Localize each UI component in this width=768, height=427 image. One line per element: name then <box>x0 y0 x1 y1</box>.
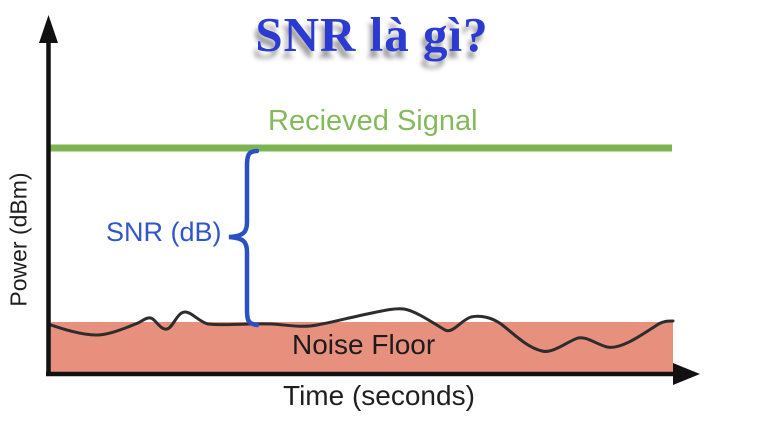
y-axis-label: Power (dBm) <box>5 172 32 307</box>
page-title: SNR là gì? <box>255 7 489 62</box>
noise-curve <box>46 307 675 353</box>
x-axis-arrow-icon <box>673 363 700 385</box>
snr-label: SNR (dB) <box>106 217 222 247</box>
noise-floor-label: Noise Floor <box>292 329 436 360</box>
snr-brace <box>228 148 260 328</box>
noise-floor-area <box>50 322 673 373</box>
x-axis-label: Time (seconds) <box>283 380 475 411</box>
y-axis-arrow-icon <box>39 15 58 43</box>
received-signal-label: Recieved Signal <box>268 105 478 137</box>
